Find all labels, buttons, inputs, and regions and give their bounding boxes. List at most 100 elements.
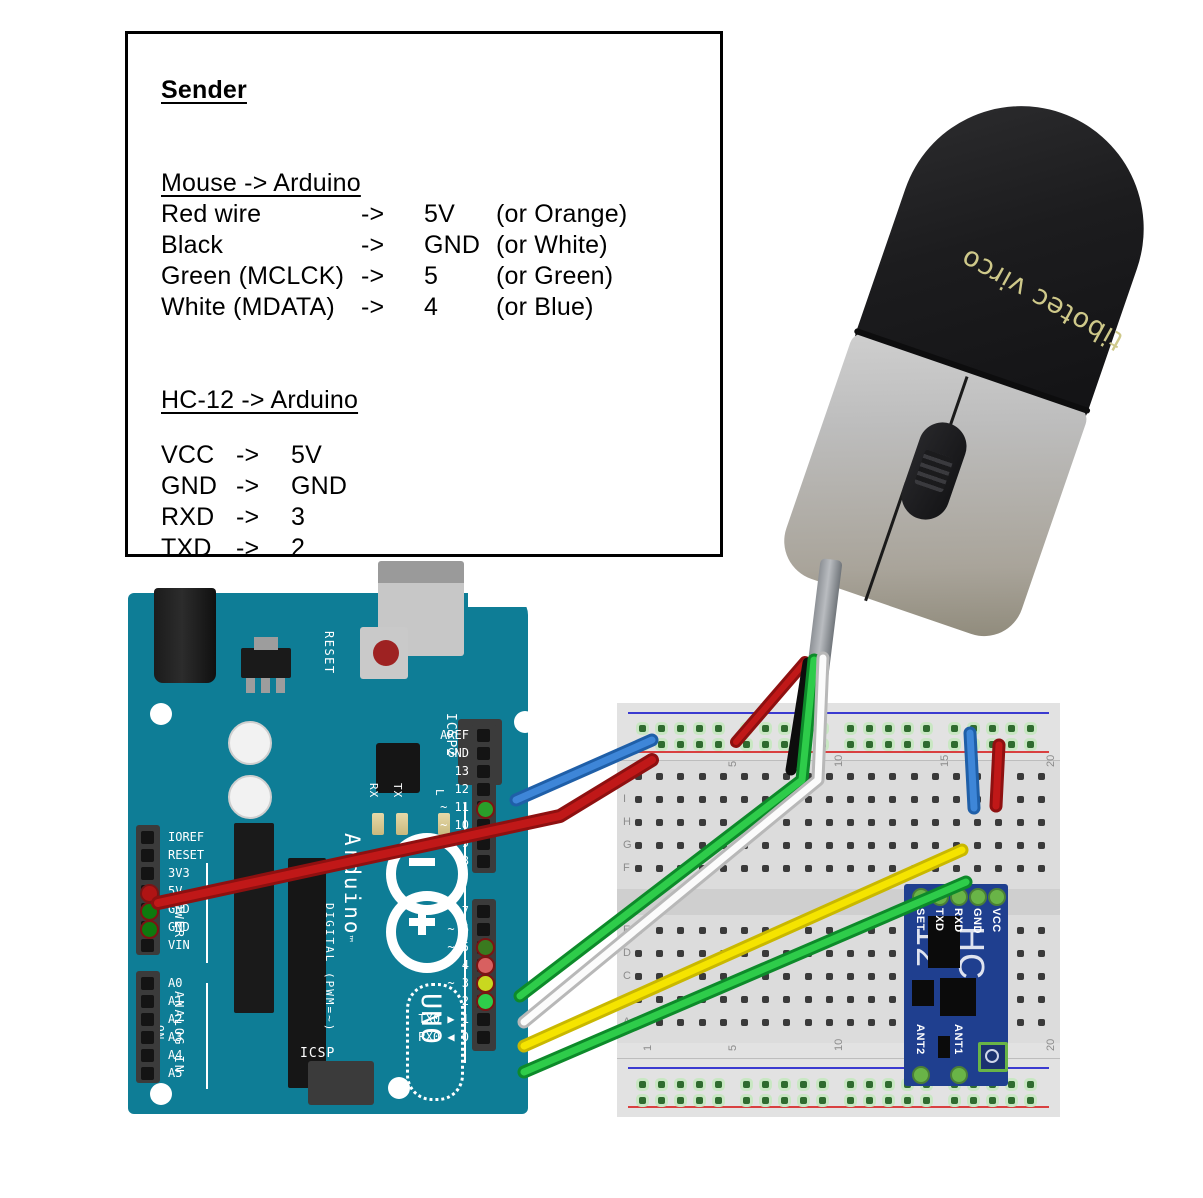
breadboard-rail-hole: [658, 741, 665, 748]
breadboard-hole: [1037, 950, 1045, 957]
reset-button-cap[interactable]: [373, 640, 399, 666]
regulator-tab: [254, 637, 278, 650]
power-pin-socket[interactable]: [141, 867, 154, 880]
breadboard-hole: [847, 927, 854, 934]
hc12-pad-txd[interactable]: [931, 888, 949, 906]
breadboard-hole: [995, 842, 1003, 849]
breadboard-hole: [825, 973, 833, 980]
arduino-uno-board: RESET Arduino™ UNO ON RX TX L ICSP ICSP2…: [128, 561, 536, 1114]
legend-target: 3: [291, 503, 306, 531]
breadboard-hole: [974, 796, 982, 803]
breadboard-hole: [953, 796, 960, 803]
digital-pin-socket[interactable]: [477, 765, 490, 778]
power-pin-label-3v3: 3V3: [168, 866, 190, 880]
hc12-label-ant2: ANT2: [914, 1024, 926, 1055]
power-pin-socket[interactable]: [141, 831, 154, 844]
breadboard-hole: [868, 842, 876, 849]
breadboard-hole: [889, 865, 897, 872]
breadboard-hole: [868, 796, 876, 803]
hc12-pad-rxd[interactable]: [950, 888, 968, 906]
connected-pin-marker: [140, 884, 159, 903]
capacitor: [228, 721, 272, 765]
breadboard-row-letter: J: [623, 770, 629, 782]
analog-pin-socket[interactable]: [141, 1031, 154, 1044]
digital-pin-socket[interactable]: [477, 855, 490, 868]
board-notch: [468, 593, 528, 607]
breadboard-hole: [762, 773, 770, 780]
breadboard-hole: [953, 773, 960, 780]
legend-target: 4: [424, 293, 439, 321]
analog-pin-socket[interactable]: [141, 1013, 154, 1026]
digital-pin-socket[interactable]: [477, 905, 490, 918]
breadboard-hole: [953, 865, 960, 872]
breadboard-hole: [910, 773, 918, 780]
breadboard-hole: [719, 927, 727, 934]
breadboard-rail-hole: [715, 1081, 722, 1088]
breadboard-hole: [847, 773, 854, 780]
connected-pin-marker: [476, 938, 495, 957]
breadboard-hole: [847, 950, 854, 957]
breadboard-column-number: 10: [832, 1038, 845, 1051]
breadboard-hole: [677, 819, 685, 826]
digital-pin-socket[interactable]: [477, 1013, 490, 1026]
hc12-pad-vcc[interactable]: [988, 888, 1006, 906]
breadboard-hole: [868, 1019, 876, 1026]
legend-target: 5V: [291, 441, 322, 469]
power-pin-label-gnd: GND: [168, 902, 190, 916]
analog-pin-socket[interactable]: [141, 1067, 154, 1080]
breadboard-rail-hole: [677, 1097, 684, 1104]
analog-pin-socket[interactable]: [141, 977, 154, 990]
breadboard-hole: [868, 973, 876, 980]
analog-pin-socket[interactable]: [141, 995, 154, 1008]
breadboard-rail-hole: [819, 1097, 826, 1104]
analog-pin-socket[interactable]: [141, 1049, 154, 1062]
digital-pin-socket[interactable]: [477, 1031, 490, 1044]
breadboard-rail-hole: [970, 1097, 977, 1104]
power-pin-socket[interactable]: [141, 939, 154, 952]
breadboard-rail-hole: [696, 1097, 703, 1104]
breadboard-hole: [974, 842, 982, 849]
breadboard-row-letter: C: [623, 970, 631, 982]
mounting-hole: [150, 703, 172, 725]
breadboard-hole: [825, 996, 833, 1003]
digital-header-top[interactable]: [472, 723, 496, 873]
digital-pin-socket[interactable]: [477, 729, 490, 742]
hc12-pad-gnd[interactable]: [969, 888, 987, 906]
digital-pin-socket[interactable]: [477, 747, 490, 760]
breadboard-rail-hole: [885, 725, 892, 732]
breadboard-hole: [783, 865, 791, 872]
power-pin-socket[interactable]: [141, 849, 154, 862]
breadboard-hole: [783, 973, 791, 980]
hc12-pad-set[interactable]: [912, 888, 930, 906]
digital-pin-label-11: ~ 11: [440, 800, 469, 814]
breadboard-rail-hole: [639, 741, 646, 748]
breadboard-rail-hole: [781, 741, 788, 748]
breadboard-rail-hole: [1008, 1097, 1015, 1104]
digital-pin-socket[interactable]: [477, 923, 490, 936]
hc12-component: [938, 1036, 950, 1058]
digital-pin-socket[interactable]: [477, 837, 490, 850]
breadboard-hole: [719, 1019, 727, 1026]
digital-pin-socket[interactable]: [477, 783, 490, 796]
breadboard-rail-hole: [989, 1097, 996, 1104]
hc12-pad-ant2[interactable]: [912, 1066, 930, 1084]
digital-pin-label-9: ~ 9: [447, 836, 469, 850]
hc12-pad-ant1[interactable]: [950, 1066, 968, 1084]
breadboard-row-letter: H: [623, 816, 631, 828]
breadboard-hole: [804, 950, 812, 957]
analog-pin-label-a3: A3: [168, 1030, 183, 1044]
analog-pin-label-a4: A4: [168, 1048, 183, 1062]
breadboard-hole: [635, 996, 642, 1003]
arduino-wordmark: Arduino™: [340, 833, 364, 945]
legend-arrow: ->: [236, 503, 260, 531]
breadboard-hole: [1037, 927, 1045, 934]
digital-pin-socket[interactable]: [477, 819, 490, 832]
breadboard-rail-hole: [847, 725, 854, 732]
icsp-label: ICSP: [300, 1046, 336, 1061]
legend-row-mouse-2: Green (MCLCK) -> 5 (or Green): [161, 262, 701, 291]
breadboard-hole: [1016, 842, 1024, 849]
breadboard-hole: [931, 773, 939, 780]
breadboard-rail-hole: [847, 1081, 854, 1088]
breadboard-rail-hole: [639, 1081, 646, 1088]
digital-pin-label-10: ~ 10: [440, 818, 469, 832]
